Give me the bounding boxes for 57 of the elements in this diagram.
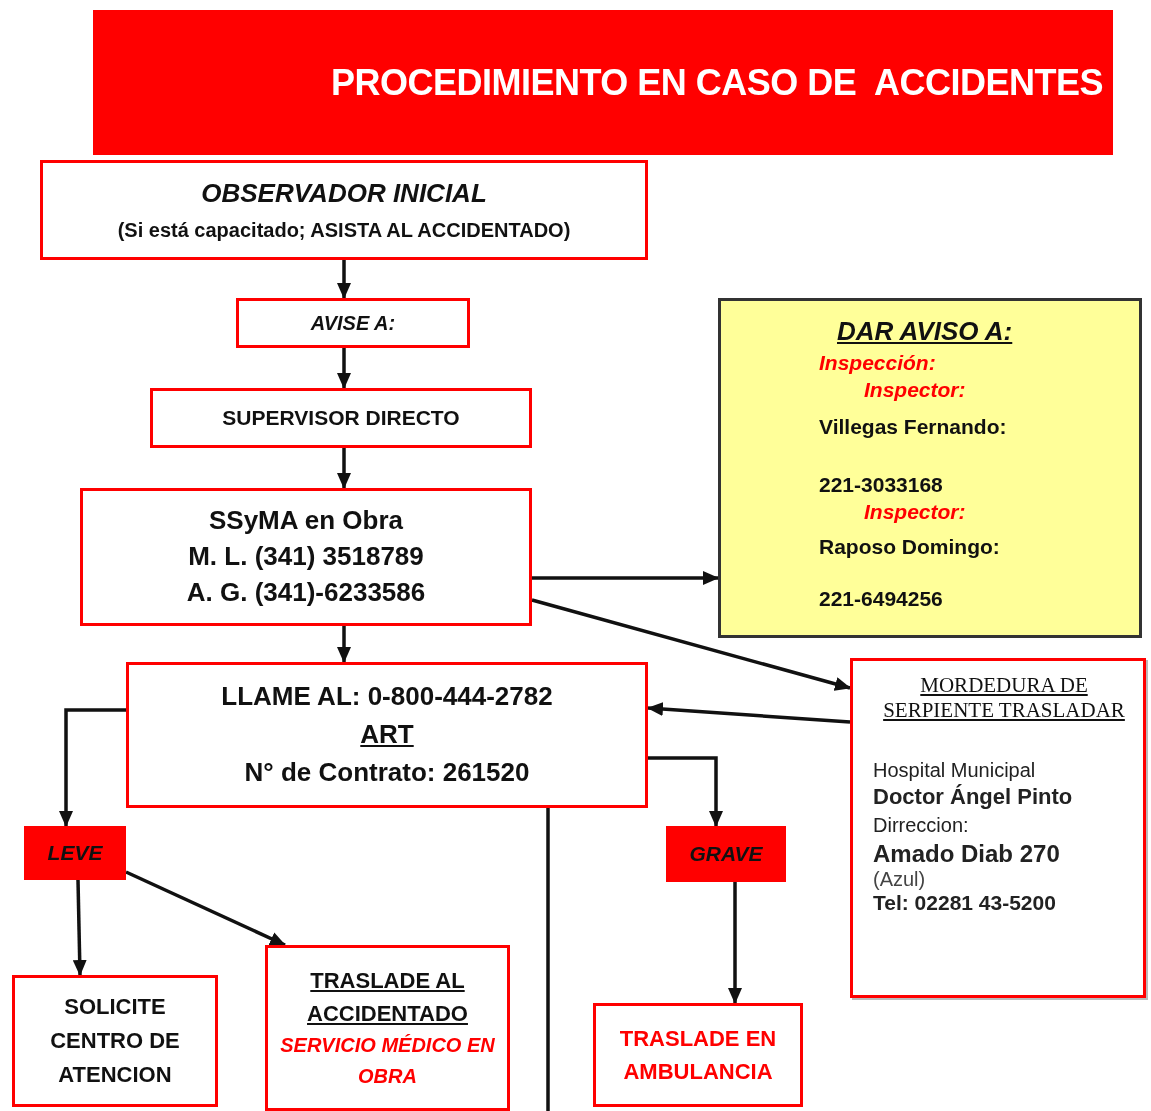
box-heading: DAR AVISO A: [836,315,1014,348]
box-text: ART [360,718,414,752]
box-text: Raposo Domingo: [819,534,1001,561]
info-box [850,658,1146,998]
box-heading: SUPERVISOR DIRECTO [222,405,460,432]
box-text: Amado Diab 270 [873,838,1061,869]
box-heading: MORDEDURA DE SERPIENTE TRASLADAR [882,673,1126,724]
contact-panel [718,298,1142,638]
arrow [72,879,87,976]
arrow [337,260,351,299]
arrow [59,708,126,827]
box-text: Inspección: [819,349,937,376]
arrow [647,702,851,724]
box-heading: SSyMA en Obra [208,504,404,538]
box-text: Villegas Fernando: [819,414,1008,441]
arrow [648,756,723,827]
box-text: 221-6494256 [819,585,944,612]
box-text: (Azul) [873,869,927,890]
arrow [337,626,351,663]
process-box [80,488,532,626]
arrow [337,448,351,489]
box-heading: AVISE A: [310,311,396,336]
box-heading: TRASLADE AL ACCIDENTADO [306,967,469,1028]
box-heading: GRAVE [689,841,763,868]
arrow [125,870,286,947]
box-text: SERVICIO MÉDICO EN OBRA [279,1033,496,1089]
box-heading: LEVE [47,840,103,867]
box-text: Hospital Municipal [873,758,1037,784]
box-heading: LLAME AL: 0-800-444-2782 [221,680,553,714]
box-text: A. G. (341)-6233586 [186,575,426,609]
process-box [150,388,532,448]
process-box [40,160,648,260]
process-box [12,975,218,1107]
connector-line [546,808,550,1111]
box-text: Inspector: [863,499,967,525]
severity-tag [24,826,126,880]
box-text: Inspector: [863,377,967,404]
arrow [728,882,742,1004]
severity-tag [666,826,786,882]
arrow [531,598,851,691]
box-text: Doctor Ángel Pinto [873,783,1074,812]
box-text: Tel: 02281 43-5200 [873,890,1057,917]
box-text: N° de Contrato: 261520 [244,755,530,789]
process-box [126,662,648,808]
box-text: M. L. (341) 3518789 [188,540,424,574]
box-text: 221-3033168 [819,471,944,498]
box-heading: TRASLADE EN AMBULANCIA [618,1025,778,1086]
process-box [265,945,510,1111]
box-text: Dirreccion: [873,812,970,838]
process-box [593,1003,803,1107]
box-heading: OBSERVADOR INICIAL [201,177,487,211]
arrow [337,348,351,389]
process-box [236,298,470,348]
box-heading: SOLICITE CENTRO DE ATENCION [49,992,181,1090]
arrow [532,571,719,585]
title: PROCEDIMIENTO EN CASO DE ACCIDENTES [330,61,1103,104]
box-text: (Si está capacitado; ASISTA AL ACCIDENTADO) [117,217,571,243]
